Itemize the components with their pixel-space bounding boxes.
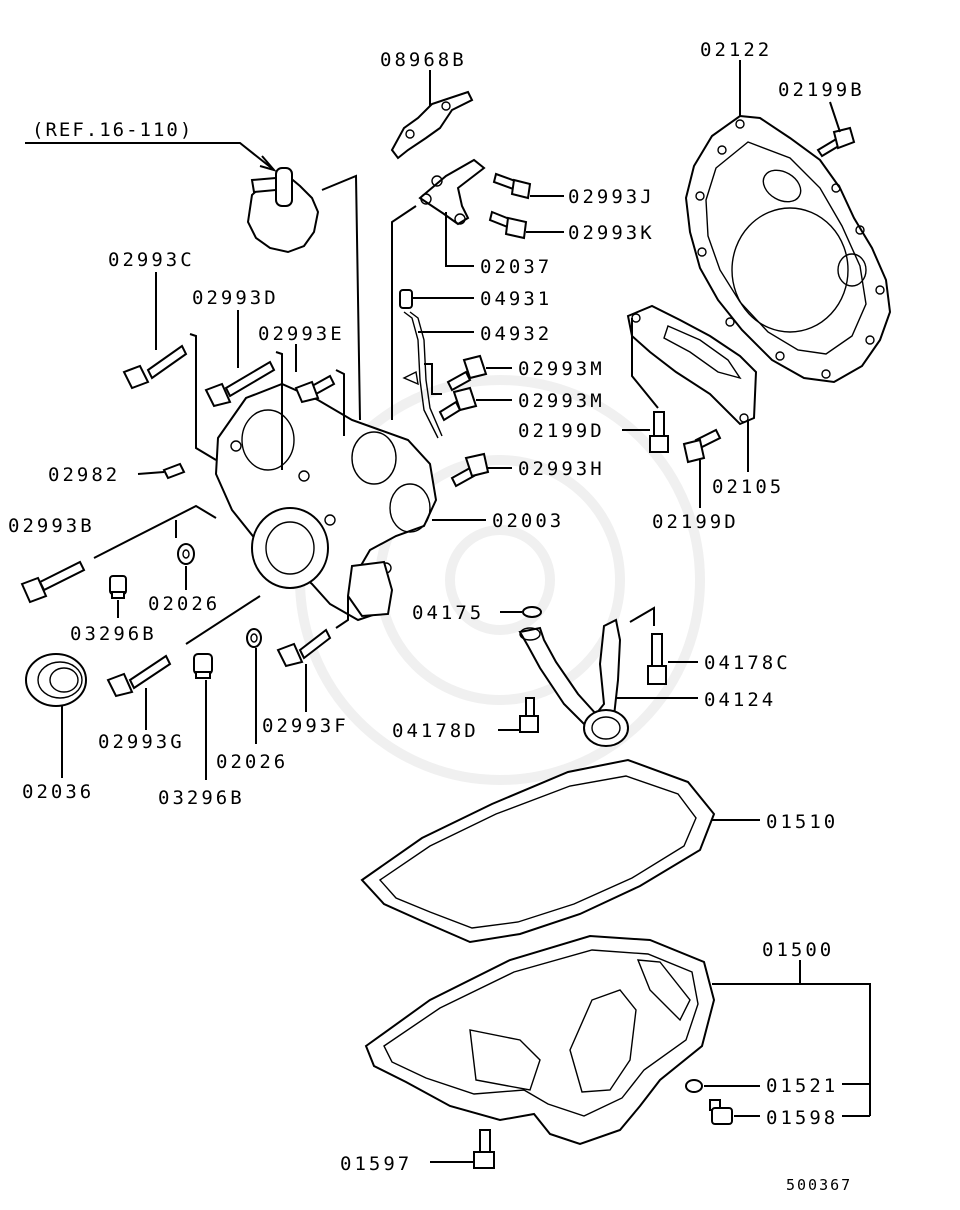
part-label-04175: 04175 — [412, 602, 484, 624]
water-pump-ref-drawing — [246, 167, 320, 254]
part-label-02993B: 02993B — [8, 515, 95, 537]
plug-03296B-lower-drawing — [193, 653, 213, 679]
bolt-02993F-drawing — [276, 628, 332, 668]
part-label-01510: 01510 — [766, 811, 838, 833]
bolt-02993J-drawing — [492, 172, 532, 200]
part-label-02122: 02122 — [700, 39, 772, 61]
part-label-02993M-lower: 02993M — [518, 390, 605, 412]
part-label-01500: 01500 — [762, 939, 834, 961]
part-label-01521: 01521 — [766, 1075, 838, 1097]
part-label-02037: 02037 — [480, 256, 552, 278]
oil-pan-01500-drawing — [364, 934, 716, 1146]
part-label-02993D: 02993D — [192, 287, 279, 309]
gasket-01510-drawing — [360, 758, 716, 944]
part-label-02199D-right: 02199D — [652, 511, 739, 533]
part-label-02993E: 02993E — [258, 323, 345, 345]
front-case-02003-drawing — [214, 382, 438, 622]
part-labels: (REF.16-110) 08968B 02122 02199B 02993J … — [8, 39, 865, 1194]
part-label-02199D-center: 02199D — [518, 420, 605, 442]
part-label-02993F: 02993F — [262, 715, 349, 737]
bolt-01597-drawing — [473, 1129, 495, 1169]
bolt-02993E-drawing — [294, 374, 336, 404]
drain-plug-01598-drawing — [709, 1099, 733, 1125]
washer-01521-drawing — [685, 1079, 703, 1093]
part-label-02199B: 02199B — [778, 79, 865, 101]
part-label-02993C: 02993C — [108, 249, 195, 271]
washer-02026-upper-drawing — [177, 543, 195, 565]
part-label-02993H: 02993H — [518, 458, 605, 480]
plug-04931-drawing — [399, 289, 413, 309]
part-label-02993G: 02993G — [98, 731, 185, 753]
strainer-04124-drawing — [518, 618, 629, 747]
part-label-02993J: 02993J — [568, 186, 655, 208]
washer-02026-lower-drawing — [246, 628, 262, 648]
pipe-04932-drawing — [402, 311, 443, 439]
part-label-02982: 02982 — [48, 464, 120, 486]
reference-label: (REF.16-110) — [32, 119, 193, 141]
part-label-04178C: 04178C — [704, 652, 791, 674]
bolt-02993M-lower-drawing — [438, 386, 478, 422]
part-label-02003: 02003 — [492, 510, 564, 532]
part-label-02105: 02105 — [712, 476, 784, 498]
part-label-03296B-upper: 03296B — [70, 623, 157, 645]
bolt-02993G-drawing — [106, 654, 172, 698]
bolt-02993C-drawing — [122, 344, 188, 390]
plug-03296B-upper-drawing — [109, 575, 127, 599]
part-label-04931: 04931 — [480, 288, 552, 310]
bracket-08968B-drawing — [390, 90, 474, 160]
bolt-02993B-drawing — [20, 560, 86, 604]
part-label-01598: 01598 — [766, 1107, 838, 1129]
rear-plate-02122-drawing — [684, 114, 892, 384]
part-label-04932: 04932 — [480, 323, 552, 345]
o-ring-04175-drawing — [522, 606, 542, 618]
bolt-04178D-drawing — [519, 697, 539, 733]
cover-02105-drawing — [626, 304, 758, 426]
oil-seal-02036-drawing — [25, 653, 87, 707]
leader-lines — [25, 60, 871, 1163]
bolt-02199D-right-drawing — [682, 428, 722, 464]
bolt-02199B-drawing — [816, 126, 856, 158]
bracket-02037-drawing — [418, 158, 486, 226]
pin-02982-drawing — [162, 462, 186, 480]
part-label-02993K: 02993K — [568, 222, 655, 244]
bolt-04178C-drawing — [647, 633, 667, 685]
bolt-02993H-drawing — [450, 452, 490, 488]
bolt-02993K-drawing — [488, 210, 528, 240]
part-label-02026-lower: 02026 — [216, 751, 288, 773]
part-label-01597: 01597 — [340, 1153, 412, 1175]
drawing-number: 500367 — [786, 1176, 852, 1194]
part-label-03296B-lower: 03296B — [158, 787, 245, 809]
bolt-02993M-upper-drawing — [446, 354, 488, 392]
bolt-02993D-drawing — [204, 360, 276, 408]
part-label-02026-upper: 02026 — [148, 593, 220, 615]
part-label-04178D: 04178D — [392, 720, 479, 742]
bolt-02199D-center-drawing — [649, 411, 669, 453]
part-label-02036: 02036 — [22, 781, 94, 803]
part-label-04124: 04124 — [704, 689, 776, 711]
part-label-08968B: 08968B — [380, 49, 467, 71]
part-label-02993M-upper: 02993M — [518, 358, 605, 380]
